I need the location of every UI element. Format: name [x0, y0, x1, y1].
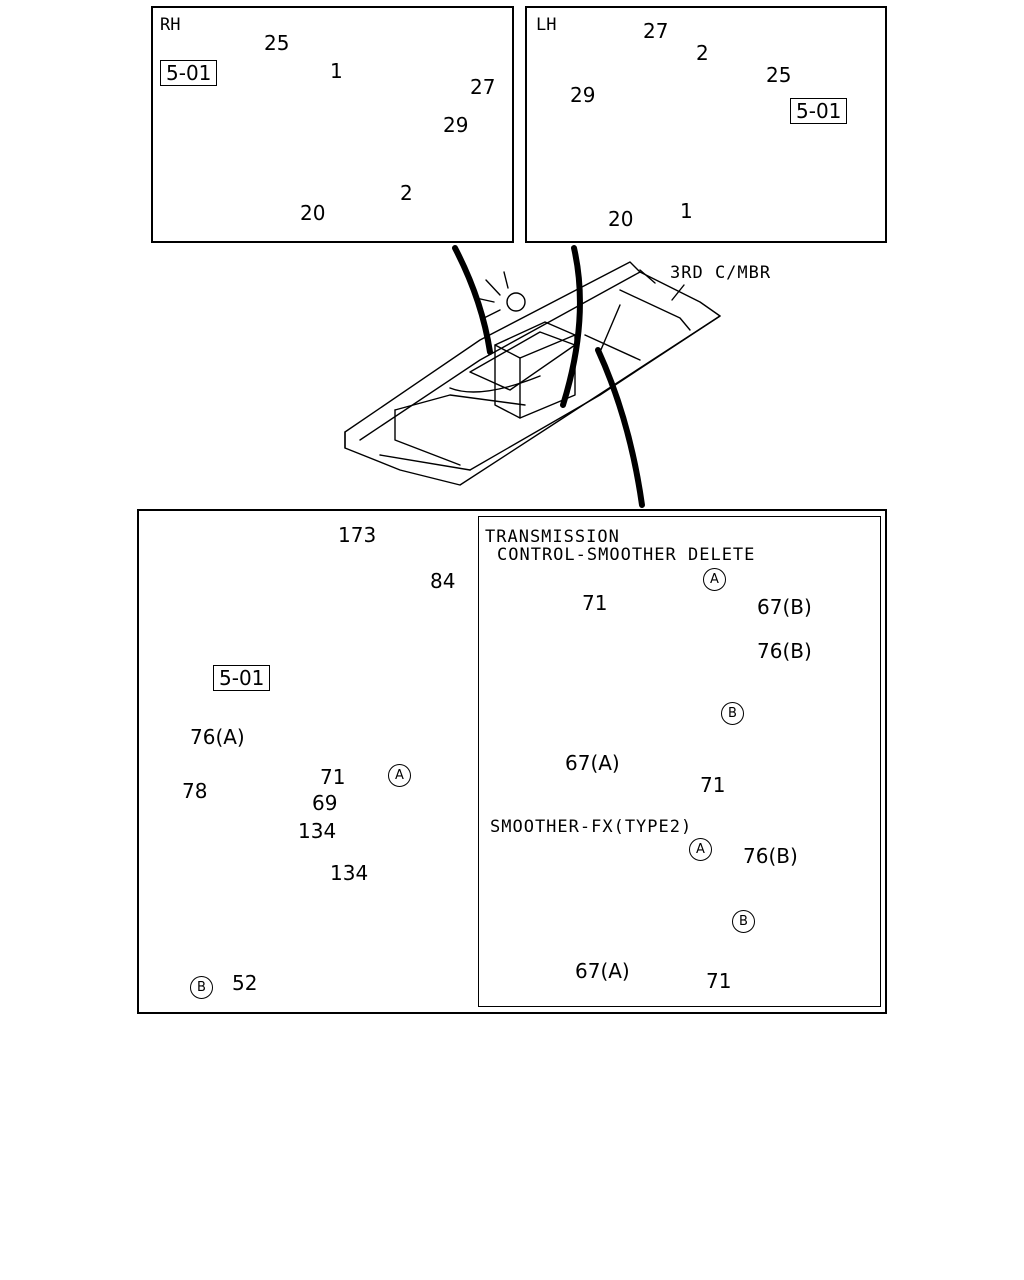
rh-mount-panel [151, 6, 514, 243]
rh-callout-25[interactable]: 25 [264, 31, 290, 55]
main-callout-78[interactable]: 78 [182, 779, 208, 803]
lh-callout-29[interactable]: 29 [570, 83, 596, 107]
lh-callout-1[interactable]: 1 [680, 199, 693, 223]
main-callout-76a[interactable]: 76(A) [190, 725, 245, 749]
transmission-callout-76b[interactable]: 76(B) [757, 639, 812, 663]
transmission-connector-a[interactable]: A [703, 568, 726, 591]
transmission-title-line1: TRANSMISSION [485, 527, 620, 547]
main-callout-71[interactable]: 71 [320, 765, 346, 789]
lh-callout-2[interactable]: 2 [696, 41, 709, 65]
lh-callout-27[interactable]: 27 [643, 19, 669, 43]
smoother-connector-b[interactable]: B [732, 910, 755, 933]
rh-reference-5-01[interactable]: 5-01 [160, 60, 218, 86]
rh-panel-title: RH [160, 15, 181, 35]
main-connector-a[interactable]: A [388, 764, 411, 787]
rh-callout-27[interactable]: 27 [470, 75, 496, 99]
main-callout-173[interactable]: 173 [338, 523, 377, 547]
main-callout-52[interactable]: 52 [232, 971, 258, 995]
transmission-subpanel [478, 516, 881, 1007]
main-callout-134-lower[interactable]: 134 [330, 861, 369, 885]
rh-callout-20[interactable]: 20 [300, 201, 326, 225]
transmission-callout-71-bottom[interactable]: 71 [700, 773, 726, 797]
transmission-callout-67a[interactable]: 67(A) [565, 751, 620, 775]
smoother-connector-a[interactable]: A [689, 838, 712, 861]
transmission-connector-b[interactable]: B [721, 702, 744, 725]
smoother-callout-67a[interactable]: 67(A) [575, 959, 630, 983]
main-callout-69[interactable]: 69 [312, 791, 338, 815]
smoother-title: SMOOTHER-FX(TYPE2) [490, 817, 693, 837]
main-callout-84[interactable]: 84 [430, 569, 456, 593]
transmission-callout-71-top[interactable]: 71 [582, 591, 608, 615]
smoother-callout-76b[interactable]: 76(B) [743, 844, 798, 868]
rh-callout-2[interactable]: 2 [400, 181, 413, 205]
chassis-frame-drawing [344, 261, 721, 486]
lh-panel-title: LH [536, 15, 557, 35]
main-reference-5-01[interactable]: 5-01 [213, 665, 271, 691]
lh-callout-20[interactable]: 20 [608, 207, 634, 231]
frame-label-3rd-crossmember: 3RD C/MBR [670, 263, 772, 283]
rh-callout-1[interactable]: 1 [330, 59, 343, 83]
main-callout-134-upper[interactable]: 134 [298, 819, 337, 843]
transmission-callout-67b[interactable]: 67(B) [757, 595, 812, 619]
smoother-callout-71[interactable]: 71 [706, 969, 732, 993]
lh-reference-5-01[interactable]: 5-01 [790, 98, 848, 124]
main-connector-b[interactable]: B [190, 976, 213, 999]
lh-mount-panel [525, 6, 887, 243]
lh-callout-25[interactable]: 25 [766, 63, 792, 87]
rh-callout-29[interactable]: 29 [443, 113, 469, 137]
transmission-title-line2: CONTROL-SMOOTHER DELETE [497, 545, 756, 565]
